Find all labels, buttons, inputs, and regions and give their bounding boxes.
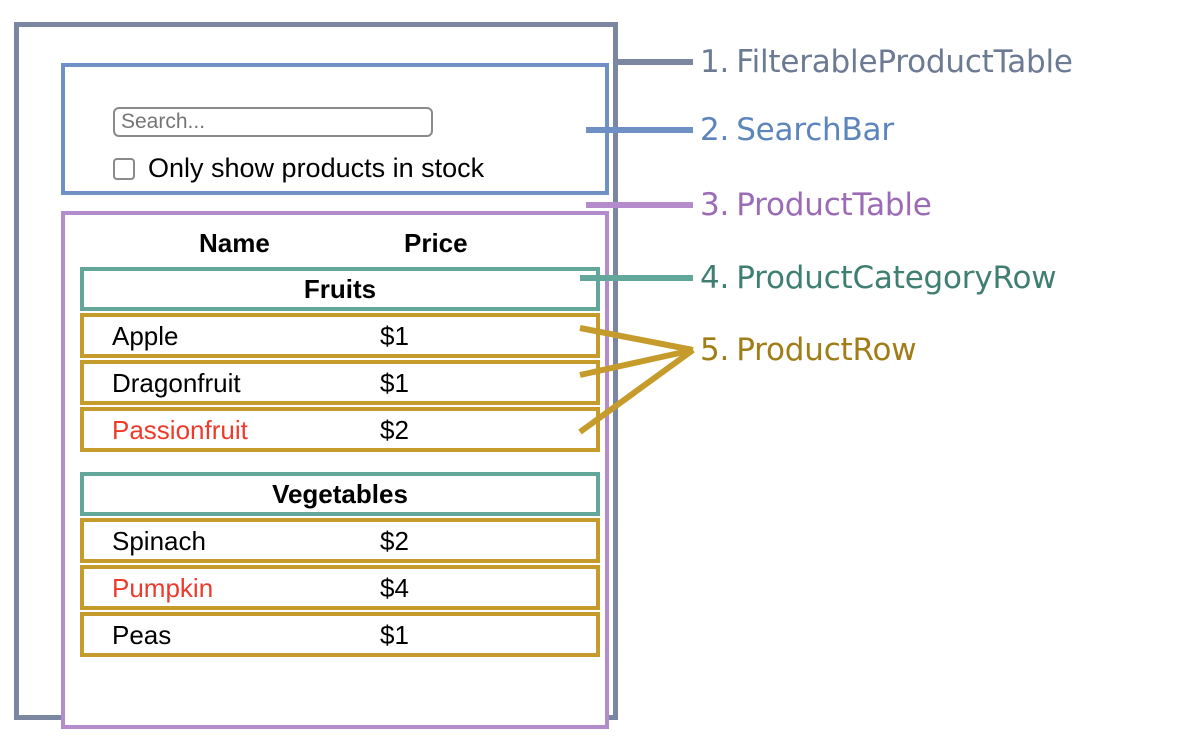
legend-item-5: 5.ProductRow (700, 332, 917, 368)
product-row: Passionfruit $2 (80, 407, 600, 452)
column-header-price: Price (404, 228, 468, 258)
search-input[interactable] (113, 107, 433, 137)
product-price-cell: $1 (380, 619, 409, 650)
product-table-header: Name Price (79, 225, 597, 261)
group-spacer (80, 454, 600, 472)
product-price-cell: $4 (380, 572, 409, 603)
product-name-cell: Spinach (112, 525, 206, 556)
product-price-cell: $2 (380, 525, 409, 556)
product-name-cell: Dragonfruit (112, 367, 241, 398)
product-name-cell: Pumpkin (112, 572, 214, 603)
legend-item-number: 4. (700, 260, 730, 296)
legend-item-3: 3.ProductTable (700, 190, 932, 221)
filterable-product-table-frame: Only show products in stock Name Price F… (14, 22, 618, 729)
legend-item-4: 4.ProductCategoryRow (700, 260, 1057, 296)
product-row: Apple $1 (80, 313, 600, 358)
product-price-cell: $1 (380, 367, 409, 398)
product-row: Spinach $2 (80, 518, 600, 563)
product-name-cell: Peas (112, 619, 172, 650)
product-price-cell: $2 (380, 414, 409, 445)
legend-item-label: ProductCategoryRow (736, 260, 1057, 296)
legend-item-number: 5. (700, 332, 730, 368)
legend-item-1: 1.FilterableProductTable (700, 47, 1073, 78)
legend-item-label: ProductRow (736, 332, 917, 368)
legend-item-number: 3. (700, 187, 730, 223)
in-stock-checkbox-label: Only show products in stock (148, 153, 485, 183)
legend-item-label: FilterableProductTable (736, 44, 1073, 80)
product-row: Dragonfruit $1 (80, 360, 600, 405)
product-category-row: Vegetables (80, 472, 600, 516)
product-price-cell: $1 (380, 320, 409, 351)
product-category-label: Fruits (303, 274, 377, 304)
in-stock-filter-row[interactable]: Only show products in stock (113, 155, 484, 182)
product-name-cell: Apple (112, 320, 179, 351)
legend-item-number: 1. (700, 44, 730, 80)
column-header-name: Name (199, 228, 270, 258)
product-row: Pumpkin $4 (80, 565, 600, 610)
legend-item-label: ProductTable (736, 187, 932, 223)
product-name-cell: Passionfruit (112, 414, 248, 445)
product-row: Peas $1 (80, 612, 600, 657)
product-category-row: Fruits (80, 267, 600, 311)
legend-item-2: 2.SearchBar (700, 115, 894, 146)
legend-item-number: 2. (700, 112, 730, 148)
product-category-label: Vegetables (272, 479, 408, 509)
legend-item-label: SearchBar (736, 112, 894, 148)
search-bar-frame: Only show products in stock (61, 63, 609, 195)
checkbox-icon[interactable] (113, 157, 135, 180)
